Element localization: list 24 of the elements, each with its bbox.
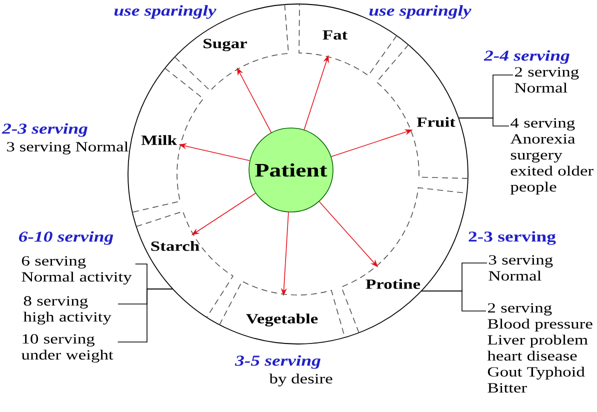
- serving-label: 2-3 serving: [468, 231, 556, 245]
- serving-label: use sparingly: [369, 5, 472, 19]
- serving-note: 2 serving Blood pressure Liver problem heart disease Gout Typhoid Bitter: [487, 303, 592, 393]
- bracket-line: [420, 290, 486, 312]
- food-segment: Fruit: [376, 44, 468, 179]
- food-segment: Protine: [340, 187, 468, 334]
- food-segment: Starch: [136, 210, 234, 318]
- serving-note: 3 serving Normal: [488, 255, 553, 281]
- serving-note: 10 serving under weight: [21, 334, 114, 363]
- serving-note: by desire: [269, 374, 332, 386]
- serving-label: use sparingly: [114, 5, 216, 19]
- serving-label: 6-10 serving: [19, 231, 114, 245]
- serving-note: 3 serving Normal: [7, 142, 128, 154]
- serving-note: 6 serving Normal activity: [22, 256, 132, 284]
- food-segment: Vegetable: [219, 280, 346, 338]
- serving-note: 8 serving high activity: [23, 296, 112, 325]
- serving-label: 2-3 serving: [2, 123, 88, 137]
- serving-label: 2-4 serving: [484, 50, 570, 64]
- serving-label: 3-5 serving: [234, 355, 320, 369]
- serving-note: 2 serving Normal: [514, 67, 579, 93]
- food-segment: Milk: [132, 68, 204, 213]
- bracket-line: [458, 118, 510, 126]
- bracket-line: [117, 288, 174, 342]
- serving-note: 4 serving Anorexia surgery exited older people: [510, 118, 594, 194]
